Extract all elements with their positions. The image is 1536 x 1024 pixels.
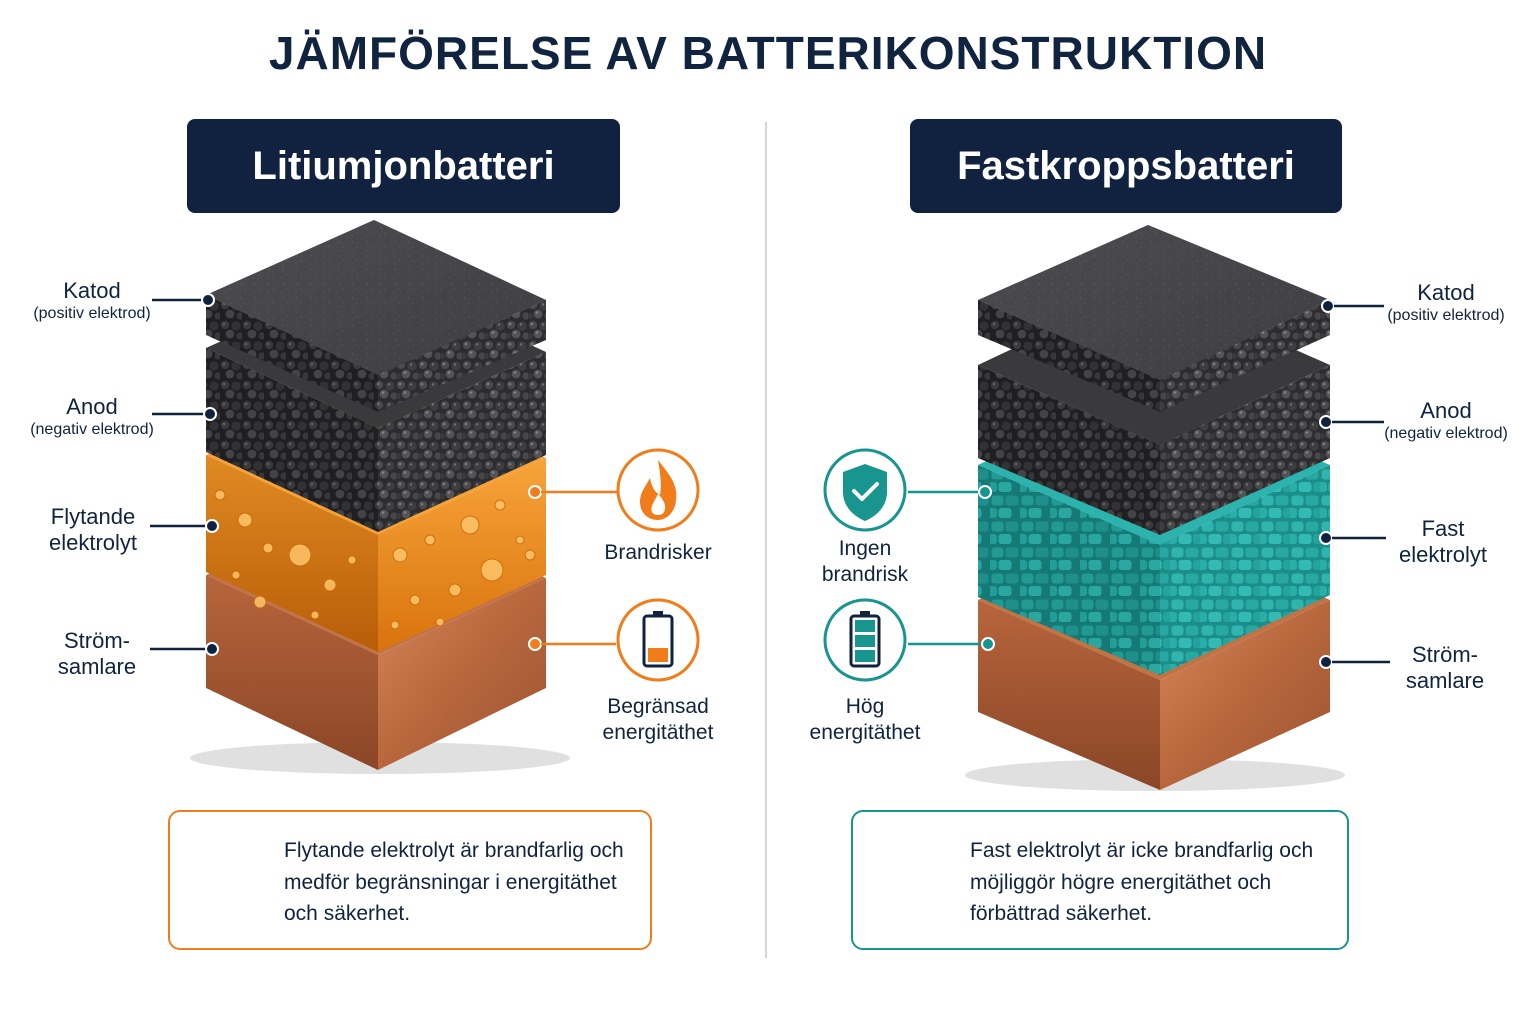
callout-elektrolyt-right [1319,531,1386,545]
lithium-ion-heading: Litiumjonbatteri [187,119,620,213]
solid-state-stack [965,225,1345,791]
callout-elektrolyt-left [150,519,219,533]
label-elektrolyt-left: Flytande elektrolyt [48,504,138,556]
callout-katod-right [1321,299,1384,313]
right-callouts [908,299,1390,669]
feature-begransad-energitathet: Begränsad energitäthet [602,695,714,745]
solid-state-note [851,810,1349,950]
page-title: JÄMFÖRELSE AV BATTERIKONSTRUKTION [268,27,1268,79]
callout-ingen-brandrisk [908,485,992,499]
battery-full-icon [823,598,907,682]
callout-anod-right [1319,415,1384,429]
label-anod-right: Anod (negativ elektrod) [1384,398,1508,443]
callout-samlare-left [150,642,219,656]
feature-brandrisker: Brandrisker [604,541,712,564]
left-cathode-layer [206,220,546,412]
solid-state-heading-text: Fastkroppsbatteri [957,143,1295,188]
label-samlare-right: Ström-samlare [1405,642,1485,694]
callout-brandrisker [528,485,618,499]
label-samlare-left: Ström-samlare [57,628,137,680]
label-anod-left: Anod (negativ elektrod) [30,394,154,439]
lithium-ion-note [168,810,652,950]
callout-anod-left [152,407,217,421]
solid-state-heading: Fastkroppsbatteri [910,119,1342,213]
shield-check-icon [823,448,907,532]
lithium-ion-stack [190,220,570,774]
callout-energitathet-right [908,637,995,651]
label-katod-right: Katod (positiv elektrod) [1387,280,1505,325]
lithium-ion-heading-text: Litiumjonbatteri [252,143,555,188]
solid-state-note-text: Fast elektrolyt är icke brandfarlig och … [970,839,1314,925]
label-elektrolyt-right: Fast elektrolyt [1398,516,1488,568]
left-callouts [150,293,618,656]
callout-energitathet-left [528,637,616,651]
flame-icon [616,448,700,532]
callout-katod-left [152,293,215,307]
callout-samlare-right [1319,655,1390,669]
feature-hog-energitathet: Hög energitäthet [809,695,921,745]
feature-ingen-brandrisk: Ingen brandrisk [821,537,909,587]
label-katod-left: Katod (positiv elektrod) [33,278,151,323]
lithium-ion-note-text: Flytande elektrolyt är brandfarlig och m… [284,839,624,925]
battery-low-icon [616,598,700,682]
right-cathode-layer [978,225,1330,412]
